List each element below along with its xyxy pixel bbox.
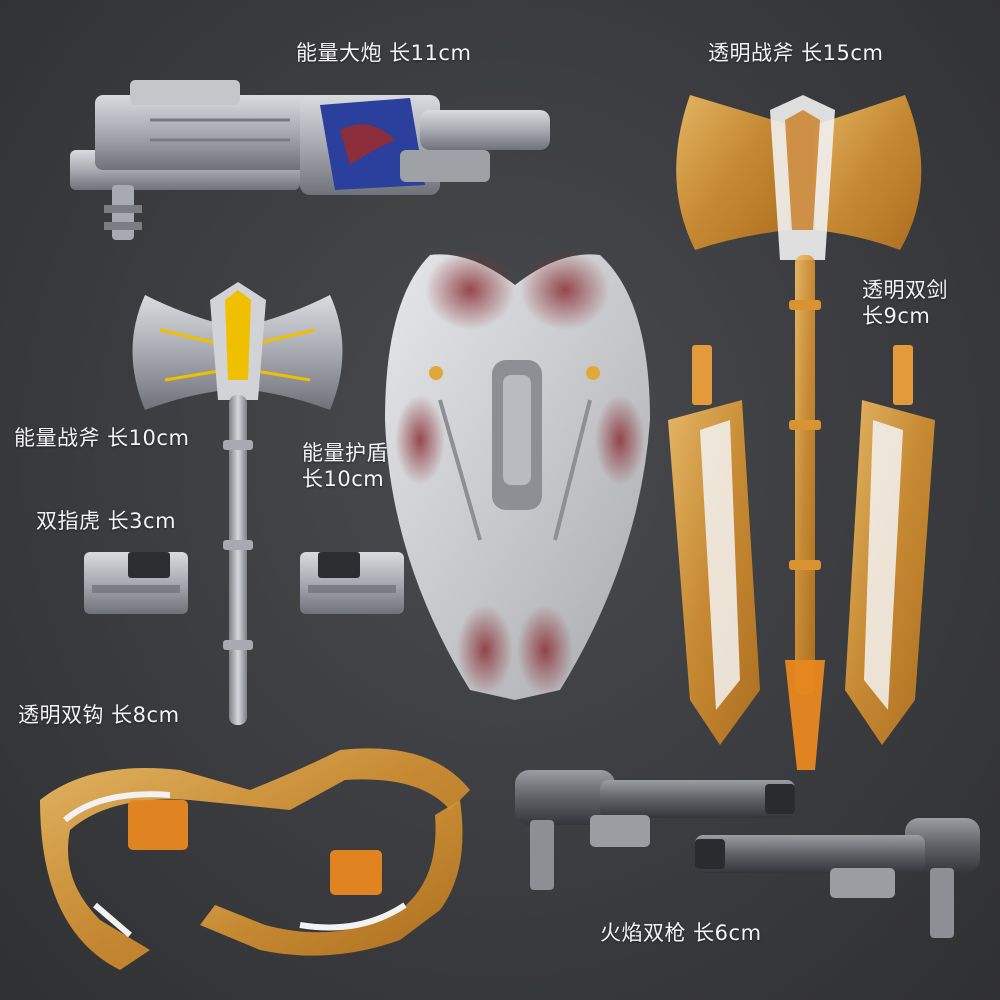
- label-clear-twin-swords-length: 长9cm: [862, 304, 931, 329]
- label-energy-shield: 能量护盾 长10cm: [302, 440, 388, 493]
- flame-twin-guns-image: [515, 770, 980, 938]
- energy-shield-image: [385, 250, 650, 700]
- clear-twin-hooks-image: [40, 748, 470, 970]
- label-clear-twin-swords: 透明双剑 长9cm: [862, 277, 948, 330]
- label-energy-battle-axe: 能量战斧 长10cm: [14, 426, 190, 450]
- label-clear-battle-axe: 透明战斧 长15cm: [708, 41, 884, 65]
- label-energy-shield-name: 能量护盾: [302, 441, 388, 465]
- label-clear-twin-swords-name: 透明双剑: [862, 278, 948, 302]
- label-energy-shield-length: 长10cm: [302, 467, 385, 492]
- clear-twin-swords-image: [668, 345, 935, 745]
- brass-knuckles-image: [84, 552, 404, 614]
- energy-cannon-image: [70, 80, 550, 240]
- label-flame-twin-guns: 火焰双枪 长6cm: [600, 921, 762, 945]
- energy-battle-axe-image: [132, 282, 343, 725]
- clear-battle-axe-image: [676, 95, 922, 770]
- label-energy-cannon: 能量大炮 长11cm: [296, 41, 472, 65]
- label-clear-twin-hooks: 透明双钩 长8cm: [18, 703, 180, 727]
- label-brass-knuckles: 双指虎 长3cm: [36, 509, 177, 533]
